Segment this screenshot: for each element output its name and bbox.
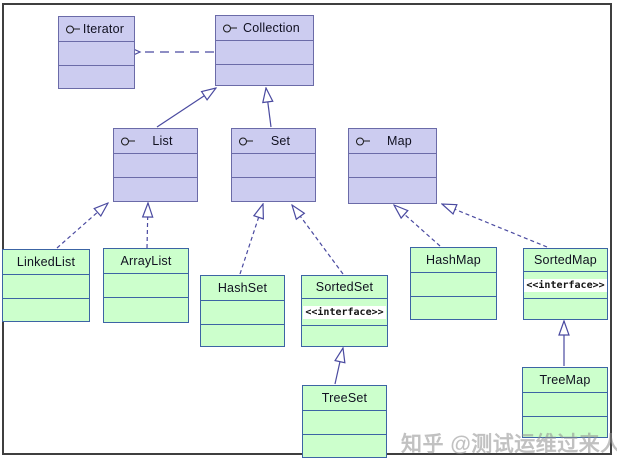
- class-box-treeset[interactable]: TreeSet: [302, 385, 387, 458]
- class-title-compartment: Collection: [216, 16, 313, 40]
- class-box-linkedlist[interactable]: LinkedList: [2, 249, 90, 322]
- attributes-compartment: [349, 153, 436, 177]
- zhihu-watermark: 知乎 @测试运维过来人: [401, 433, 617, 456]
- methods-compartment: [216, 64, 313, 85]
- class-box-hashset[interactable]: HashSet: [200, 275, 285, 347]
- methods-compartment: [104, 297, 188, 322]
- class-name: Set: [270, 134, 291, 148]
- class-box-iterator[interactable]: Iterator: [58, 16, 135, 89]
- attributes-compartment: [303, 410, 386, 434]
- attributes-compartment: [216, 40, 313, 64]
- attributes-compartment: [232, 153, 315, 177]
- class-name: HashSet: [217, 281, 268, 295]
- class-name: LinkedList: [16, 255, 76, 269]
- class-box-treemap[interactable]: TreeMap: [522, 367, 608, 438]
- attributes-compartment: [411, 272, 496, 296]
- class-box-arraylist[interactable]: ArrayList: [103, 248, 189, 323]
- class-title-compartment: HashSet: [201, 276, 284, 300]
- interface-stereotype-label: <<interface>>: [524, 278, 607, 292]
- stereotype-compartment: <<interface>>: [302, 298, 387, 325]
- class-title-compartment: TreeSet: [303, 386, 386, 410]
- class-name: Map: [387, 134, 412, 148]
- interface-lollipop-icon: [223, 24, 237, 33]
- class-name: SortedSet: [315, 280, 374, 294]
- class-box-hashmap[interactable]: HashMap: [410, 247, 497, 320]
- attributes-compartment: [114, 153, 197, 177]
- class-box-set[interactable]: Set: [231, 128, 316, 202]
- class-box-sortedset[interactable]: SortedSet <<interface>>: [301, 275, 388, 347]
- attributes-compartment: [3, 274, 89, 298]
- edge-list-collection-generalization: [156, 88, 216, 128]
- class-name: TreeMap: [539, 373, 591, 387]
- class-box-list[interactable]: List: [113, 128, 198, 202]
- methods-compartment: [524, 298, 607, 319]
- methods-compartment: [201, 324, 284, 346]
- class-title-compartment: SortedSet: [302, 276, 387, 298]
- class-title-compartment: Iterator: [59, 17, 134, 41]
- interface-lollipop-icon: [239, 137, 253, 146]
- attributes-compartment: [59, 41, 134, 65]
- methods-compartment: [114, 177, 197, 201]
- methods-compartment: [303, 434, 386, 457]
- attributes-compartment: [523, 392, 607, 416]
- methods-compartment: [411, 296, 496, 319]
- class-name: Collection: [243, 21, 300, 35]
- class-title-compartment: ArrayList: [104, 249, 188, 273]
- interface-lollipop-icon: [66, 25, 80, 34]
- edge-arraylist-list-realization: [147, 203, 148, 249]
- interface-stereotype-label: <<interface>>: [303, 305, 386, 319]
- class-title-compartment: Map: [349, 129, 436, 153]
- methods-compartment: [3, 298, 89, 321]
- class-name: HashMap: [426, 253, 481, 267]
- class-title-compartment: Set: [232, 129, 315, 153]
- edge-set-collection-generalization: [266, 88, 271, 128]
- class-name: TreeSet: [321, 391, 368, 405]
- class-name: SortedMap: [534, 253, 597, 267]
- interface-lollipop-icon: [121, 137, 135, 146]
- class-name: List: [152, 134, 173, 148]
- class-box-sortedmap[interactable]: SortedMap <<interface>>: [523, 248, 608, 320]
- class-name: ArrayList: [120, 254, 172, 268]
- methods-compartment: [523, 416, 607, 437]
- class-name: Iterator: [82, 22, 125, 36]
- class-title-compartment: TreeMap: [523, 368, 607, 392]
- edge-treeset-sortedset-generalization: [335, 348, 343, 385]
- attributes-compartment: [104, 273, 188, 297]
- class-title-compartment: SortedMap: [524, 249, 607, 271]
- methods-compartment: [302, 325, 387, 346]
- class-box-map[interactable]: Map: [348, 128, 437, 204]
- edge-sortedmap-map-realization: [442, 204, 548, 248]
- class-box-collection[interactable]: Collection: [215, 15, 314, 86]
- interface-lollipop-icon: [356, 137, 370, 146]
- class-title-compartment: List: [114, 129, 197, 153]
- class-title-compartment: HashMap: [411, 248, 496, 272]
- methods-compartment: [232, 177, 315, 201]
- stereotype-compartment: <<interface>>: [524, 271, 607, 298]
- methods-compartment: [59, 65, 134, 88]
- edge-linkedlist-list-realization: [56, 203, 108, 249]
- methods-compartment: [349, 177, 436, 203]
- class-title-compartment: LinkedList: [3, 250, 89, 274]
- edge-hashmap-map-realization: [394, 205, 441, 247]
- edge-sortedset-set-realization: [292, 205, 344, 275]
- edge-hashset-set-realization: [239, 204, 263, 275]
- attributes-compartment: [201, 300, 284, 324]
